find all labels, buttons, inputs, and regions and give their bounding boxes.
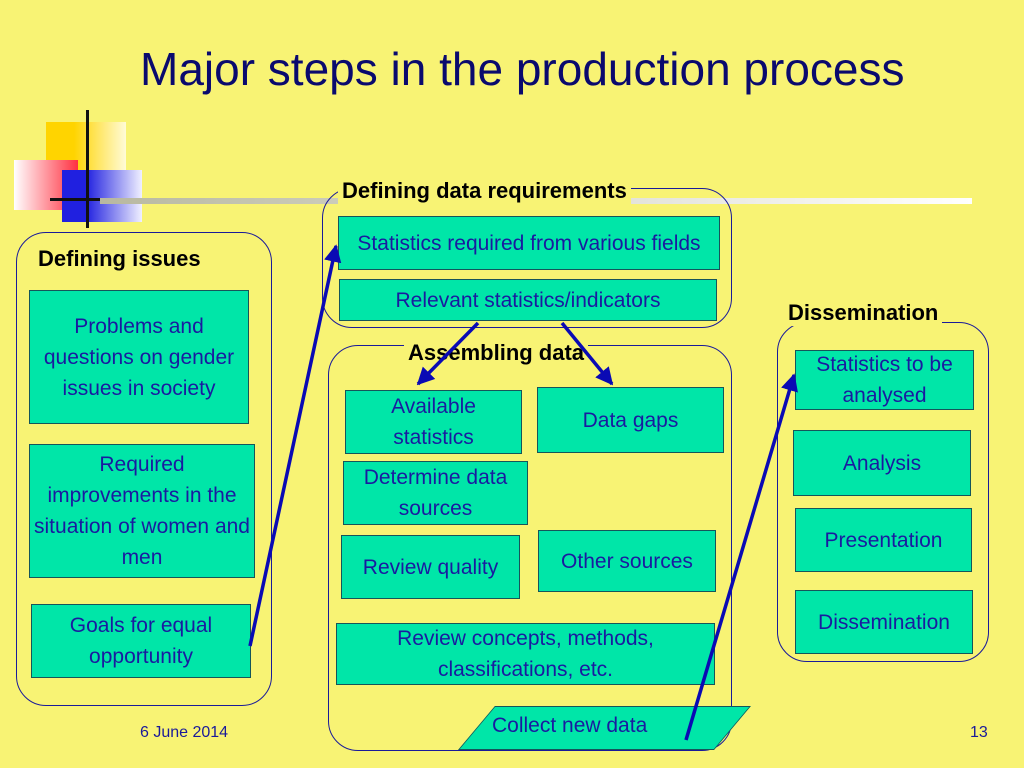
arrow-collect-to-dissemination: [684, 373, 798, 741]
box-review-quality: Review quality: [341, 535, 520, 599]
heading-defining-data-requirements: Defining data requirements: [338, 178, 631, 204]
box-statistics-to-be-analysed: Statistics to be analysed: [795, 350, 974, 410]
logo-horizontal-line: [50, 198, 132, 201]
footer-page-number: 13: [970, 724, 988, 741]
logo-vertical-line: [86, 110, 89, 228]
arrow-indicators-to-gaps: [560, 321, 614, 386]
box-problems-questions: Problems and questions on gender issues …: [29, 290, 249, 424]
heading-defining-issues: Defining issues: [34, 246, 205, 272]
heading-dissemination: Dissemination: [784, 300, 943, 326]
arrow-goals-to-requirements: [248, 244, 342, 647]
box-available-statistics: Available statistics: [345, 390, 522, 454]
box-analysis: Analysis: [793, 430, 971, 496]
slide-title: Major steps in the production process: [140, 43, 905, 95]
box-review-concepts: Review concepts, methods, classification…: [336, 623, 715, 685]
box-other-sources: Other sources: [538, 530, 716, 592]
box-relevant-statistics: Relevant statistics/indicators: [339, 279, 717, 321]
box-goals-equal-opportunity: Goals for equal opportunity: [31, 604, 251, 678]
panel-defining-issues: [16, 232, 272, 706]
arrow-indicators-to-available: [416, 321, 480, 386]
box-collect-new-data: Collect new data: [458, 706, 751, 750]
box-required-improvements: Required improvements in the situation o…: [29, 444, 255, 578]
box-presentation: Presentation: [795, 508, 972, 572]
logo-blue-square: [62, 170, 142, 222]
box-determine-data-sources: Determine data sources: [343, 461, 528, 525]
collect-new-data-label: Collect new data: [492, 714, 648, 737]
footer-date: 6 June 2014: [140, 724, 229, 741]
box-data-gaps: Data gaps: [537, 387, 724, 453]
box-statistics-required: Statistics required from various fields: [338, 216, 720, 270]
heading-assembling-data: Assembling data: [404, 340, 589, 366]
box-dissemination: Dissemination: [795, 590, 973, 654]
